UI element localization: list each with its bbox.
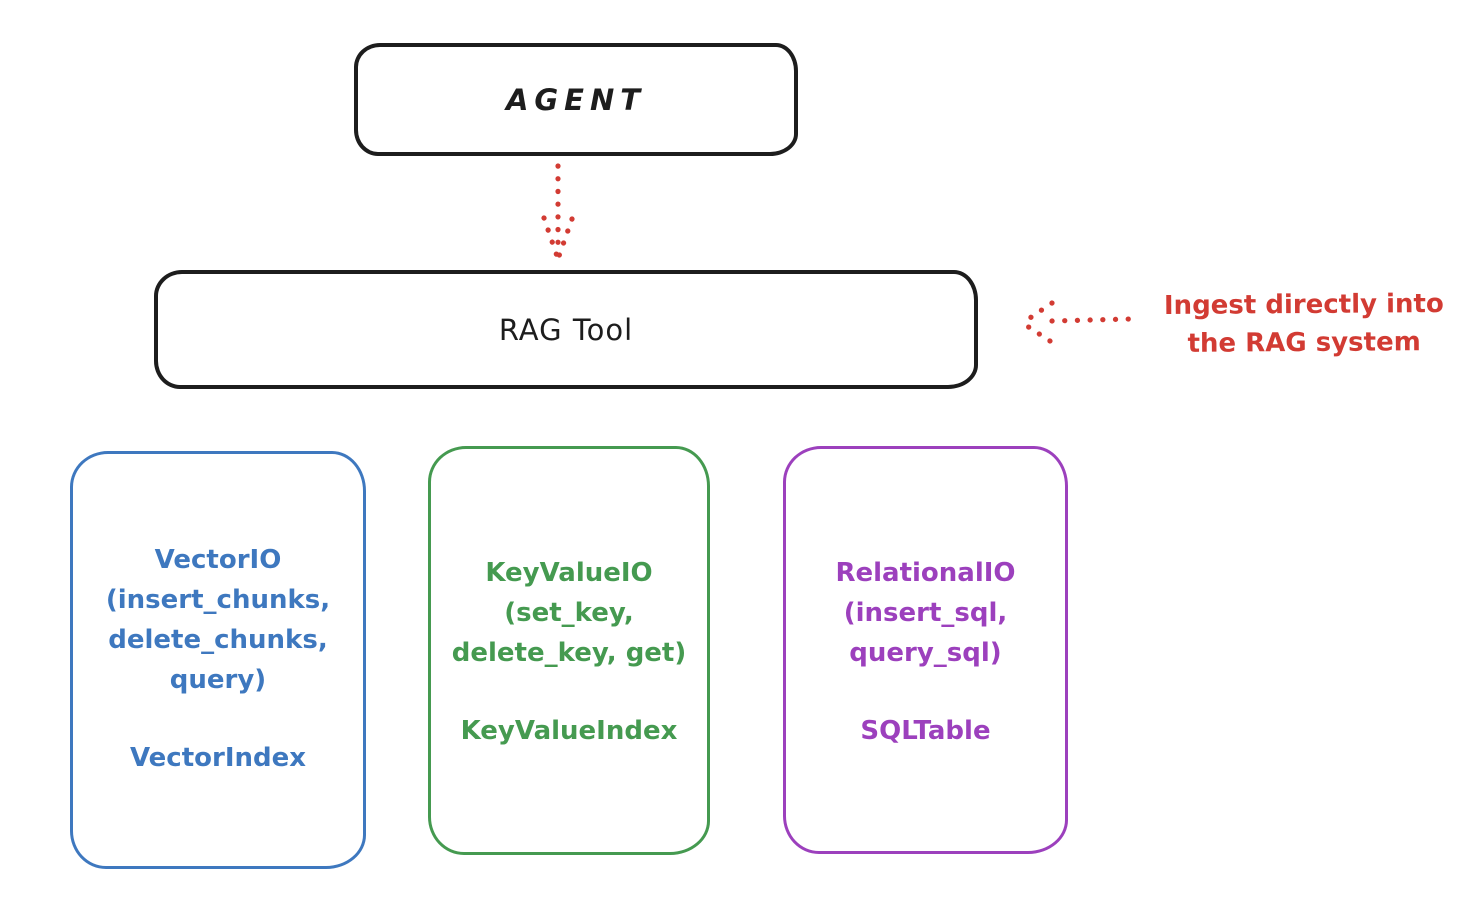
keyvalueio-node: KeyValueIO (set_key, delete_key, get) KeyV… (428, 446, 710, 855)
vectorio-methods: VectorIO (insert_chunks, delete_chunks,que… (73, 540, 363, 700)
agent-node: AGENT (354, 43, 798, 156)
method-line: (set_key, (504, 598, 634, 628)
keyvalueio-index-label: KeyValueIndex (460, 716, 678, 746)
method-line: query) (169, 665, 267, 695)
method-line: (insert_chunks, (105, 585, 331, 615)
dotted-arrow-left-icon (1021, 300, 1133, 344)
method-line: KeyValueIO (485, 558, 653, 588)
method-line: query_sql) (849, 638, 1002, 668)
method-line: VectorIO (154, 545, 282, 575)
relationalio-index-label: SQLTable (860, 716, 991, 746)
vectorio-index-label: VectorIndex (129, 743, 307, 773)
method-line: delete_chunks, (108, 625, 328, 655)
annotation-line-2: the RAG system (1187, 327, 1421, 359)
annotation-line-1: Ingest directly into (1163, 289, 1444, 321)
relationalio-node: RelationalIO (insert_sql, query_sql) SQLTa… (783, 446, 1068, 854)
keyvalueio-methods: KeyValueIO (set_key, delete_key, get) (431, 553, 707, 673)
ingest-annotation: Ingest directly into the RAG system (1128, 285, 1481, 363)
rag-tool-label: RAG Tool (498, 312, 634, 347)
agent-label: AGENT (505, 82, 647, 117)
method-line: RelationalIO (835, 558, 1016, 588)
rag-tool-node: RAG Tool (154, 270, 978, 389)
vectorio-node: VectorIO (insert_chunks, delete_chunks,que… (70, 451, 366, 869)
method-line: delete_key, get) (451, 638, 687, 668)
method-line: (insert_sql, (843, 598, 1008, 628)
relationalio-methods: RelationalIO (insert_sql, query_sql) (786, 553, 1065, 673)
dotted-arrow-down-icon (541, 163, 575, 259)
